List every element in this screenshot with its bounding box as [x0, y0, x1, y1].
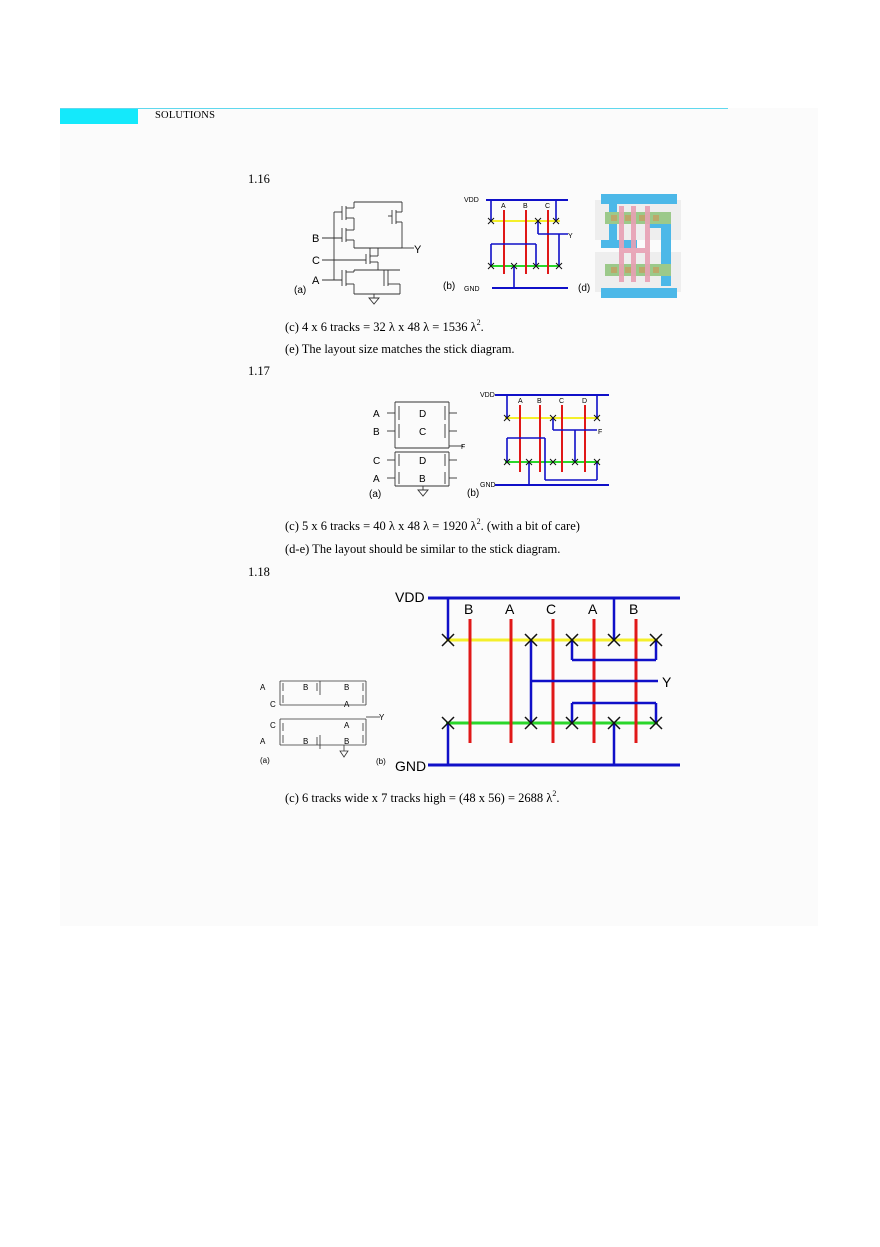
figure-1-17a-schematic: A B C A D C D B F (a) — [369, 401, 465, 500]
header-rule — [60, 108, 728, 109]
left-input-a: A — [373, 409, 380, 420]
right-input-b2: B — [344, 737, 349, 746]
figure-1-18b-stick-diagram: VDD GND B A C A B Y — [395, 589, 680, 774]
problem-number-1-16: 1.16 — [248, 172, 270, 186]
gate-label-b2: B — [629, 601, 638, 617]
page-background — [60, 108, 818, 926]
figure-label-a: (a) — [260, 756, 270, 765]
figure-1-18a-schematic: A C C A B B B A A B Y (a) (b) — [260, 680, 386, 766]
vdd-label: VDD — [395, 589, 425, 605]
right-input-d2: D — [419, 456, 426, 467]
output-label-y: Y — [414, 244, 422, 256]
output-label-y: Y — [379, 713, 385, 722]
figure-label-b: (b) — [376, 757, 386, 766]
right-input-b: B — [344, 683, 349, 692]
figure-label-b: (b) — [467, 488, 479, 499]
left-input-c: C — [270, 700, 276, 709]
figure-label-a: (a) — [294, 285, 306, 296]
right-input-c: C — [419, 427, 426, 438]
left-input-c2: C — [270, 721, 276, 730]
figure-1-17b-stick-diagram: (b) VDD GND A B C D F — [467, 392, 609, 499]
gate-label-a: A — [505, 601, 515, 617]
output-label-y: Y — [568, 233, 573, 240]
answer-1-16-c: (c) 4 x 6 tracks = 32 λ x 48 λ = 1536 λ2… — [285, 318, 484, 335]
answer-1-17-de: (d-e) The layout should be similar to th… — [285, 542, 561, 556]
input-label-b: B — [312, 233, 319, 245]
gnd-label: GND — [480, 482, 496, 489]
right-input-d: D — [419, 409, 426, 420]
left-input-a2: A — [260, 737, 266, 746]
left-input-c: C — [373, 456, 380, 467]
running-header-title: SOLUTIONS — [155, 110, 216, 121]
figure-1-16a-schematic: B C A Y (a) — [294, 201, 422, 305]
input-label-c: C — [312, 255, 320, 267]
input-label-a: A — [312, 275, 320, 287]
gnd-label: GND — [464, 286, 480, 293]
gate-label-b: B — [523, 203, 528, 210]
gate-label-b: B — [537, 398, 542, 405]
mid-input-b: B — [303, 683, 308, 692]
gate-label-a: A — [518, 398, 523, 405]
gate-label-c: C — [559, 398, 564, 405]
figure-label-a: (a) — [369, 489, 381, 500]
vdd-label: VDD — [464, 197, 479, 204]
mid-input-b2: B — [303, 737, 308, 746]
gate-label-c: C — [546, 601, 556, 617]
header-tab — [60, 109, 138, 124]
answer-1-16-e: (e) The layout size matches the stick di… — [285, 342, 515, 356]
figure-label-d: (d) — [578, 283, 590, 294]
left-input-a2: A — [373, 474, 380, 485]
answer-1-18-c: (c) 6 tracks wide x 7 tracks high = (48 … — [285, 789, 560, 806]
figure-1-16b-stick-diagram: (b) VDD GND A B C Y (d) — [443, 197, 590, 294]
gate-label-c: C — [545, 203, 550, 210]
output-label-f: F — [461, 444, 465, 451]
figure-label-b: (b) — [443, 281, 455, 292]
output-label-f: F — [598, 429, 602, 436]
left-input-b: B — [373, 427, 380, 438]
left-input-a: A — [260, 683, 266, 692]
right-input-a2: A — [344, 721, 350, 730]
problem-number-1-17: 1.17 — [248, 364, 270, 378]
problem-number-1-18: 1.18 — [248, 565, 270, 579]
gate-label-a: A — [501, 203, 506, 210]
gate-label-d: D — [582, 398, 587, 405]
right-input-b: B — [419, 474, 426, 485]
figure-1-16d-layout — [595, 194, 681, 298]
right-input-a: A — [344, 700, 350, 709]
gate-label-b: B — [464, 601, 473, 617]
gnd-label: GND — [395, 758, 426, 774]
gate-label-a2: A — [588, 601, 598, 617]
vdd-label: VDD — [480, 392, 495, 399]
answer-1-17-c: (c) 5 x 6 tracks = 40 λ x 48 λ = 1920 λ2… — [285, 517, 580, 534]
output-label-y: Y — [662, 674, 672, 690]
